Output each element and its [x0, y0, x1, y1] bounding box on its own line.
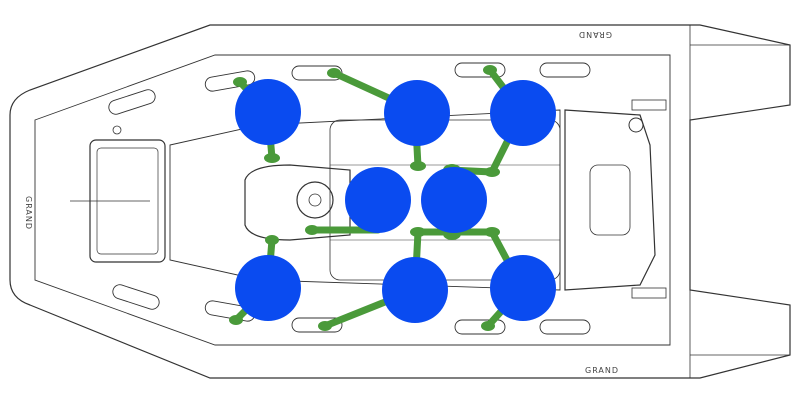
node-center-left: [345, 167, 411, 233]
brand-top-label: GRAND: [578, 30, 612, 39]
node-bottom-middle: [382, 257, 448, 323]
connector-cap-1: [233, 77, 247, 87]
connector-cap-15: [481, 321, 495, 331]
handle-bottom-1: [112, 284, 160, 310]
steering-wheel: [296, 181, 334, 219]
brand-logo-label: GRAND: [24, 196, 33, 230]
handle-top-5: [539, 62, 591, 78]
nodes: [235, 79, 556, 323]
steering-console: [244, 164, 351, 241]
connector-cap-9: [265, 235, 279, 245]
steering-wheel-hub: [308, 193, 322, 207]
stern-fitting: [628, 117, 644, 133]
connector-cap-2: [264, 153, 280, 163]
brand-bottom-label: GRAND: [585, 366, 619, 375]
connector-cap-8: [305, 225, 319, 235]
node-center-right: [421, 167, 487, 233]
transom-top: [631, 99, 667, 111]
node-bottom-left: [235, 255, 301, 321]
hull-inner: [34, 54, 671, 346]
node-top-right: [490, 80, 556, 146]
connector-cap-14: [318, 321, 332, 331]
stern-box: [589, 164, 631, 236]
connector-cap-7: [484, 167, 500, 177]
tube-handles: [108, 62, 591, 335]
connector-cap-11: [410, 227, 426, 237]
node-top-middle: [384, 80, 450, 146]
connector-cap-3: [327, 68, 341, 78]
handle-top-1: [108, 89, 156, 115]
handle-bottom-5: [539, 319, 591, 335]
connector-cap-10: [229, 315, 243, 325]
connector-cap-5: [483, 65, 497, 75]
node-top-left: [235, 79, 301, 145]
handle-top-4: [454, 62, 506, 78]
connector-cap-4: [410, 161, 426, 171]
handle-bottom-3: [291, 317, 343, 333]
transom-bottom: [631, 287, 667, 299]
handle-top-2: [204, 70, 256, 92]
bow-hole: [112, 125, 122, 135]
connector-cap-13: [484, 227, 500, 237]
node-bottom-right: [490, 255, 556, 321]
stern-seat: [564, 109, 656, 291]
handle-bottom-4: [454, 319, 506, 335]
